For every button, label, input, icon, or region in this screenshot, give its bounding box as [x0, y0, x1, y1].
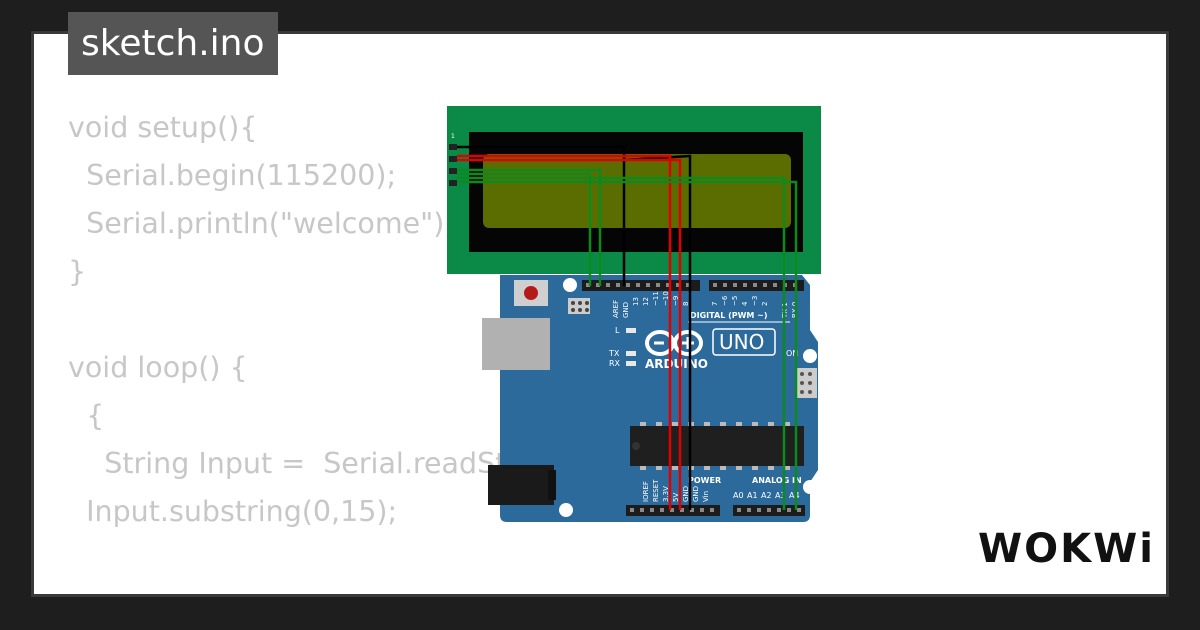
- pin-label: GND: [692, 486, 700, 502]
- code-line: }: [68, 255, 87, 288]
- pin-label: RESET: [652, 479, 660, 502]
- file-tab[interactable]: sketch.ino: [68, 12, 279, 75]
- code-preview: void setup(){ Serial.begin(115200); Seri…: [68, 104, 594, 594]
- analog-header-label: ANALOG IN: [752, 476, 802, 485]
- wokwi-logo[interactable]: WOKWi: [978, 526, 1155, 572]
- pin-label: A4: [789, 491, 800, 500]
- microcontroller-chip: [630, 426, 804, 466]
- wire-black: [622, 154, 692, 510]
- pin-label: ~5: [731, 296, 739, 306]
- mount-hole: [563, 278, 577, 292]
- icsp-header: [568, 298, 590, 314]
- power-pin-labels: IOREF RESET 3.3V 5V GND GND Vin: [642, 479, 710, 502]
- led-label: TX: [608, 349, 620, 358]
- pin-label: AREF: [612, 300, 620, 318]
- arduino-logo-icon: [645, 330, 703, 356]
- code-line: Serial.print("Welcome");: [68, 591, 431, 594]
- analog-pin-labels: A0 A1 A2 A3 A4: [733, 491, 800, 500]
- pin-label: ~9: [672, 296, 680, 306]
- code-line: {: [68, 399, 105, 432]
- power-header-label: POWER: [688, 476, 721, 485]
- wire-red: [457, 158, 682, 510]
- pin-label: GND: [622, 302, 630, 318]
- pin-label: ~10: [662, 291, 670, 306]
- wire-green: [457, 168, 602, 286]
- pin-label: 8: [682, 302, 690, 306]
- code-line: void loop() {: [68, 351, 248, 384]
- pin-label: IOREF: [642, 481, 650, 502]
- pin-label: 7: [711, 302, 719, 306]
- digital-header-left: [582, 280, 700, 291]
- lcd-pin-label-1: 1: [451, 133, 455, 140]
- lcd-pins: [449, 144, 457, 186]
- pin-label: 2: [761, 302, 769, 306]
- pin-label: 3.3V: [662, 486, 670, 502]
- pin-label: 12: [642, 297, 650, 306]
- pin-label: A0: [733, 491, 744, 500]
- wire-green: [457, 172, 592, 286]
- pin-label: 13: [632, 297, 640, 306]
- model-label: UNO: [719, 330, 764, 354]
- wire-red: [457, 154, 672, 510]
- mount-hole: [803, 349, 817, 363]
- onboard-leds: L TX RX: [608, 326, 636, 368]
- lcd-screen: [483, 154, 791, 228]
- wire-green: [457, 176, 786, 510]
- led-label: L: [615, 326, 620, 335]
- on-label: ON: [786, 349, 798, 358]
- pin-label: ~3: [751, 296, 759, 306]
- code-line: Serial.println("welcome");: [68, 207, 454, 240]
- mount-hole: [559, 503, 573, 517]
- code-line: Serial.begin(115200);: [68, 159, 397, 192]
- wire-green: [457, 180, 798, 510]
- power-jack: [488, 465, 554, 505]
- code-line: void setup(){: [68, 111, 258, 144]
- pin-label: 5V: [672, 493, 680, 502]
- circuit-diagram: 1: [447, 106, 821, 522]
- wires: [457, 145, 798, 510]
- wire-black: [457, 145, 626, 286]
- led-label: RX: [609, 359, 621, 368]
- pin-label: A1: [747, 491, 758, 500]
- usb-port: [482, 318, 550, 370]
- code-line: Input.substring(0,15);: [68, 495, 398, 528]
- pin-label: ~6: [721, 295, 729, 306]
- pin-label: GND: [682, 486, 690, 502]
- pin-label: A3: [775, 491, 786, 500]
- pin-label: A2: [761, 491, 772, 500]
- icsp-header-2: [797, 368, 817, 398]
- brand-label: ARDUINO: [645, 357, 708, 371]
- reset-button: [524, 286, 538, 300]
- pin-label: Vin: [702, 491, 710, 502]
- digital-header-label: DIGITAL (PWM ~): [690, 311, 768, 320]
- pin-label: 4: [741, 301, 749, 306]
- pin-label: ~11: [652, 291, 660, 306]
- mount-hole: [803, 480, 817, 494]
